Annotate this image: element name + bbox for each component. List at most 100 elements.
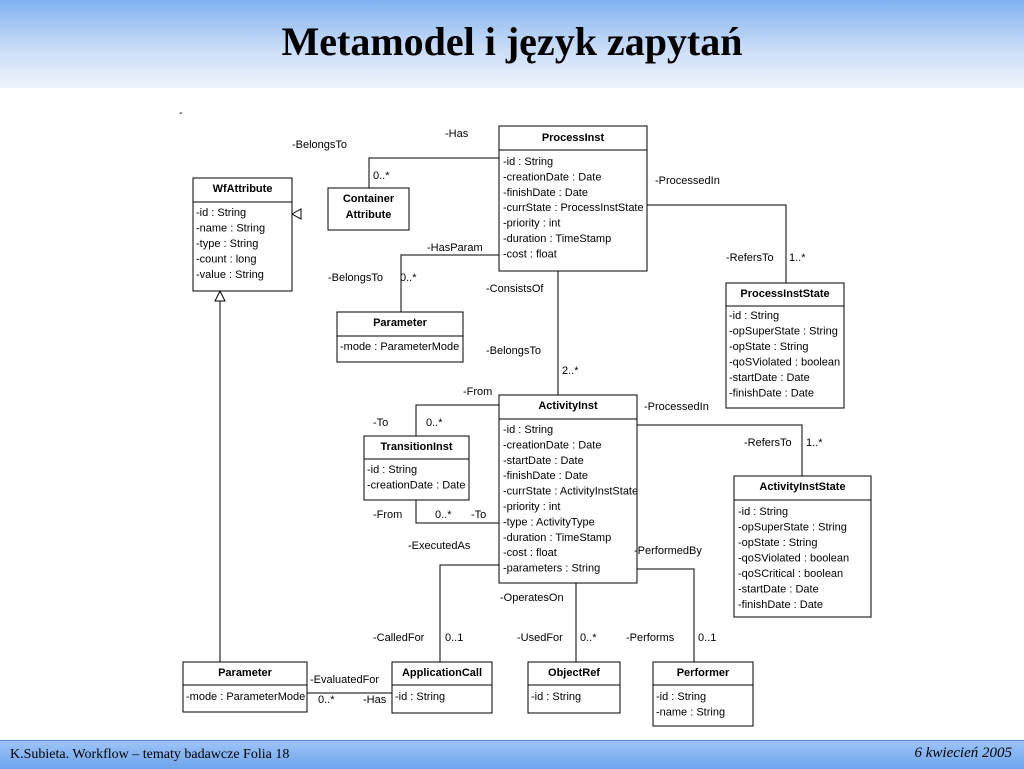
role-label: -RefersTo — [744, 437, 792, 449]
attribute-row: -finishDate : Date — [738, 599, 823, 611]
attribute-row: -parameters : String — [503, 563, 600, 575]
role-label: -PerformedBy — [634, 545, 702, 557]
role-label: -To — [373, 417, 388, 429]
role-label: -BelongsTo — [486, 345, 541, 357]
association-labels: -Has -BelongsTo 0..* -ProcessedIn -HasPa… — [292, 128, 823, 706]
attribute-list: -id : String-creationDate : Date — [367, 464, 465, 492]
attribute-row: -duration : TimeStamp — [503, 233, 611, 245]
class-parameter-top: Parameter -mode : ParameterMode — [336, 311, 464, 363]
class-processinst: ProcessInst -id : String -creationDate : … — [498, 125, 648, 272]
assoc-processinst-state — [647, 204, 787, 283]
stray-mark: - — [179, 107, 183, 119]
assoc-activity-performer — [637, 568, 695, 662]
role-label: -BelongsTo — [292, 139, 347, 151]
attribute-row: -opSuperState : String — [729, 326, 838, 338]
attribute-row: -finishDate : Date — [729, 388, 814, 400]
attribute-row: -id : String — [503, 424, 553, 436]
attribute-list: -id : String — [395, 691, 445, 703]
class-parameter-bottom: Parameter -mode : ParameterMode — [182, 661, 308, 713]
class-name: ActivityInstState — [759, 481, 845, 493]
multiplicity-label: 0..* — [580, 632, 597, 644]
class-container-attribute: Container Attribute — [327, 187, 410, 231]
attribute-row: -finishDate : Date — [503, 187, 588, 199]
multiplicity-label: 2..* — [562, 365, 579, 377]
attribute-row: -id : String — [656, 691, 706, 703]
attribute-row: -mode : ParameterMode — [186, 691, 305, 703]
attribute-row: -type : String — [196, 238, 258, 250]
attribute-row: -id : String — [729, 310, 779, 322]
role-label: -ConsistsOf — [486, 283, 544, 295]
class-activityinststate: ActivityInstState -id : String -opSuperSt… — [733, 475, 872, 618]
attribute-row: -qoSViolated : boolean — [738, 553, 849, 565]
multiplicity-label: 0..* — [318, 694, 335, 706]
attribute-row: -startDate : Date — [738, 584, 819, 596]
attribute-row: -qoSViolated : boolean — [729, 357, 840, 369]
role-label: -UsedFor — [517, 632, 563, 644]
multiplicity-label: 0..* — [426, 417, 443, 429]
class-name: WfAttribute — [213, 183, 273, 195]
role-label: -Performs — [626, 632, 675, 644]
attribute-list: -id : String — [531, 691, 581, 703]
multiplicity-label: 0..* — [435, 509, 452, 521]
multiplicity-label: 0..* — [373, 170, 390, 182]
attribute-row: -id : String — [395, 691, 445, 703]
attribute-row: -creationDate : Date — [503, 439, 601, 451]
attribute-list: -mode : ParameterMode — [186, 691, 305, 703]
attribute-row: -creationDate : Date — [367, 480, 465, 492]
class-processinststate: ProcessInstState -id : String -opSuperSta… — [725, 282, 845, 409]
class-transitioninst: TransitionInst -id : String-creationDate… — [363, 435, 470, 501]
attribute-row: -creationDate : Date — [503, 171, 601, 183]
role-label: -From — [463, 386, 492, 398]
assoc-activity-state — [637, 424, 803, 476]
attribute-row: -duration : TimeStamp — [503, 532, 611, 544]
inheritance-arrow-icon — [290, 208, 302, 220]
role-label: -ProcessedIn — [644, 401, 709, 413]
inheritance-arrow-icon — [214, 289, 226, 302]
class-name: Performer — [677, 667, 730, 679]
attribute-row: -id : String — [503, 156, 553, 168]
attribute-row: -opSuperState : String — [738, 522, 847, 534]
attribute-row: -startDate : Date — [729, 372, 810, 384]
attribute-row: -currState : ProcessInstState — [503, 202, 644, 214]
class-name: ActivityInst — [538, 400, 598, 412]
attribute-row: -startDate : Date — [503, 455, 584, 467]
attribute-list: -id : String -creationDate : Date -startDa… — [503, 424, 638, 575]
multiplicity-label: 1..* — [806, 437, 823, 449]
role-label: -OperatesOn — [500, 592, 564, 604]
attribute-row: -value : String — [196, 269, 264, 281]
attribute-row: -opState : String — [738, 537, 818, 549]
footer-credit: K.Subieta. Workflow – tematy badawcze Fo… — [10, 747, 290, 762]
attribute-list: -id : String-name : String-type : String… — [196, 207, 265, 281]
attribute-list: -id : String -opSuperState : String -opSta… — [729, 310, 840, 400]
attribute-row: -type : ActivityType — [503, 516, 595, 528]
class-name: TransitionInst — [380, 441, 452, 453]
role-label: -Has — [363, 694, 387, 706]
title-banner: Metamodel i język zapytań — [0, 0, 1024, 88]
class-performer: Performer -id : String -name : String — [652, 661, 754, 727]
class-name: ProcessInstState — [740, 288, 829, 300]
attribute-row: -opState : String — [729, 341, 809, 353]
class-name-line-2: Attribute — [346, 209, 392, 221]
class-objectref: ObjectRef -id : String — [527, 661, 621, 714]
footer-bar: K.Subieta. Workflow – tematy badawcze Fo… — [0, 740, 1024, 769]
assoc-activity-transition-top — [415, 404, 499, 436]
attribute-row: -id : String — [738, 506, 788, 518]
attribute-row: -cost : float — [503, 248, 557, 260]
class-activityinst: ActivityInst -id : String -creationDate :… — [498, 394, 638, 584]
class-name: ProcessInst — [542, 132, 605, 144]
assoc-processinst-parameter — [400, 254, 499, 312]
attribute-row: -name : String — [196, 223, 265, 235]
attribute-row: -qoSCritical : boolean — [738, 568, 843, 580]
attribute-row: -name : String — [656, 707, 725, 719]
attribute-row: -cost : float — [503, 547, 557, 559]
class-name-line-1: Container — [343, 193, 395, 205]
multiplicity-label: 1..* — [789, 252, 806, 264]
multiplicity-label: 0..* — [400, 272, 417, 284]
attribute-row: -currState : ActivityInstState — [503, 486, 638, 498]
attribute-row: -finishDate : Date — [503, 470, 588, 482]
attribute-list: -id : String -creationDate : Date -finishD… — [503, 156, 644, 260]
multiplicity-label: 0..1 — [698, 632, 716, 644]
role-label: -To — [471, 509, 486, 521]
attribute-row: -priority : int — [503, 501, 560, 513]
footer-date: 6 kwiecień 2005 — [914, 745, 1012, 761]
